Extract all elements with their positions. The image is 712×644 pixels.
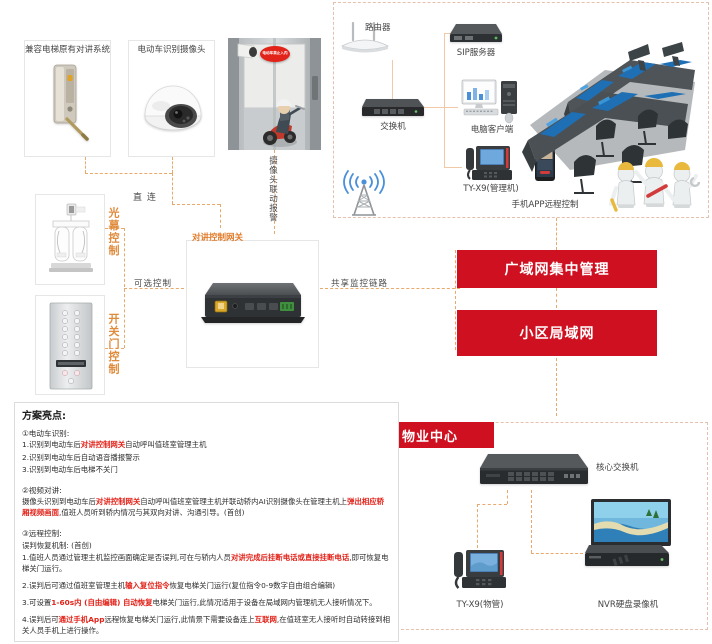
elevator-car-photo: 电动车禁止入内 (228, 38, 321, 150)
label-camera-alarm: 摄像头联动报警 (267, 156, 278, 223)
connector-top-bus (85, 173, 172, 174)
light-curtain-icon (49, 203, 93, 272)
solution-highlights-panel: 方案亮点: ①电动车识别: 1.识别到电动车后对讲控制网关自动呼叫值班室管理主机… (14, 402, 399, 642)
card-door-control (35, 295, 105, 395)
highlights-item: 2.识别到电动车后自动语音播报警示 (22, 452, 140, 462)
connector-camera-down (172, 157, 173, 173)
label-gateway: 对讲控制网关 (192, 233, 244, 243)
connector-sip (444, 33, 456, 34)
label-ty-x9-property: TY-X9(物管) (456, 600, 504, 610)
label-direct-connection: 直 连 (133, 193, 157, 203)
connector-lightcurtain (105, 228, 124, 229)
label-switch: 交换机 (380, 122, 406, 132)
label-nvr: NVR硬盘录像机 (597, 600, 659, 610)
highlights-item: 摄像头识别到电动车后对讲控制网关自动呼叫值班室管理主机并联动轿内AI识别摄像头在… (22, 497, 385, 518)
connector-coreswitch-to-nvr (531, 553, 583, 554)
label-intercom-panel: 兼容电梯原有对讲系统 (24, 45, 110, 55)
highlights-item: 4.误判后可通过手机App远程恢复电梯关门运行,此情景下需要设备连上互联网,在值… (22, 615, 391, 636)
banner-wan: 广域网集中管理 (457, 250, 657, 288)
connector-wan-top (556, 218, 557, 250)
sip-server-icon (450, 24, 502, 42)
highlights-item: 3.识别到电动车后电梯不关门 (22, 464, 118, 474)
connector-coreswitch-to-phone (477, 504, 507, 505)
label-optional-control: 可选控制 (134, 279, 173, 289)
label-ty-x9-manager: TY-X9(管理机) (463, 184, 519, 194)
elevator-button-panel-icon (49, 302, 93, 390)
core-switch-icon (480, 454, 588, 484)
connector-tyx9 (444, 167, 462, 168)
highlights-item: 3.可设置1-60s内 (自由编辑) 自动恢复电梯关门运行,此情况适用于设备在局… (22, 598, 377, 608)
connector-pc (444, 107, 458, 108)
card-light-curtain (35, 194, 105, 285)
label-ebike-camera: 电动车识别摄像头 (137, 45, 206, 55)
dome-camera-icon (144, 85, 202, 131)
connector-coreswitch-down (531, 490, 532, 553)
card-ebike-camera (128, 40, 215, 157)
ty-x9-property-icon (454, 550, 506, 589)
connector-direct-drop (172, 173, 173, 204)
highlights-subheading: 误判恢复机制: (首创) (22, 540, 92, 550)
highlights-item: 1.值班人员通过管理主机监控画面确定是否误判,可在与轿内人员对讲完成后挂断电话或… (22, 552, 389, 573)
highlights-section-3-heading: ③远程控制: (22, 529, 62, 539)
connector-router-switch (392, 60, 393, 102)
highlights-item: 1.识别到电动车后对讲控制网关自动呼叫值班室管理主机 (22, 440, 207, 450)
banner-property-center: 物业中心 (396, 422, 494, 448)
label-mobile-app: 手机APP远程控制 (511, 200, 579, 210)
highlights-section-1-heading: ①电动车识别: (22, 429, 70, 438)
card-intercom-panel (24, 40, 111, 157)
connector-phone-drop (477, 504, 478, 548)
connector-coreswitch-left-down (507, 490, 508, 504)
connector-optional-to-gateway (124, 288, 184, 289)
switch-icon (362, 99, 424, 116)
connector-direct-across (172, 204, 220, 205)
highlights-section-2-heading: ②视频对讲: (22, 485, 62, 495)
card-gateway (186, 240, 319, 368)
control-room-illustration (522, 42, 695, 194)
monitor-icon (591, 499, 671, 558)
ebike-prohibited-badge: 电动车禁止入内 (260, 46, 290, 62)
highlights-title: 方案亮点: (22, 411, 66, 422)
connector-shared-monitor (320, 288, 460, 289)
router-icon (340, 21, 390, 53)
ty-x9-manager-icon (466, 146, 512, 180)
connector-gateway-top (220, 204, 221, 228)
connector-intercom-down (85, 157, 86, 173)
banner-lan: 小区局域网 (457, 310, 657, 356)
connector-doorcontrol (105, 348, 124, 349)
nvr-recorder-icon (585, 545, 669, 566)
wireless-tower-icon (343, 170, 385, 216)
highlights-item: 2.误判后可通过值班室管理主机输入复位指令恢复电梯关门运行(复位指令0-9数字自… (22, 581, 336, 591)
connector-left-of-banners (455, 250, 456, 350)
connector-lan-property (556, 358, 557, 416)
label-sip-server: SIP服务器 (456, 48, 496, 58)
gateway-device-icon (201, 283, 305, 323)
pc-client-icon (461, 79, 517, 124)
label-door-control: 开关门控制 (107, 313, 120, 376)
maintenance-workers-illustration (609, 158, 700, 212)
connector-right-riser (444, 33, 445, 167)
connector-wan-lan (556, 288, 557, 308)
label-shared-monitor: 共享监控链路 (331, 279, 389, 289)
intercom-handset-icon (53, 64, 89, 141)
label-light-curtain: 光幕控制 (107, 207, 120, 257)
connector-camera-alarm (274, 150, 275, 234)
label-pc-client: 电脑客户端 (470, 125, 514, 135)
label-core-switch: 核心交换机 (596, 463, 639, 473)
label-router: 路由器 (365, 23, 391, 33)
